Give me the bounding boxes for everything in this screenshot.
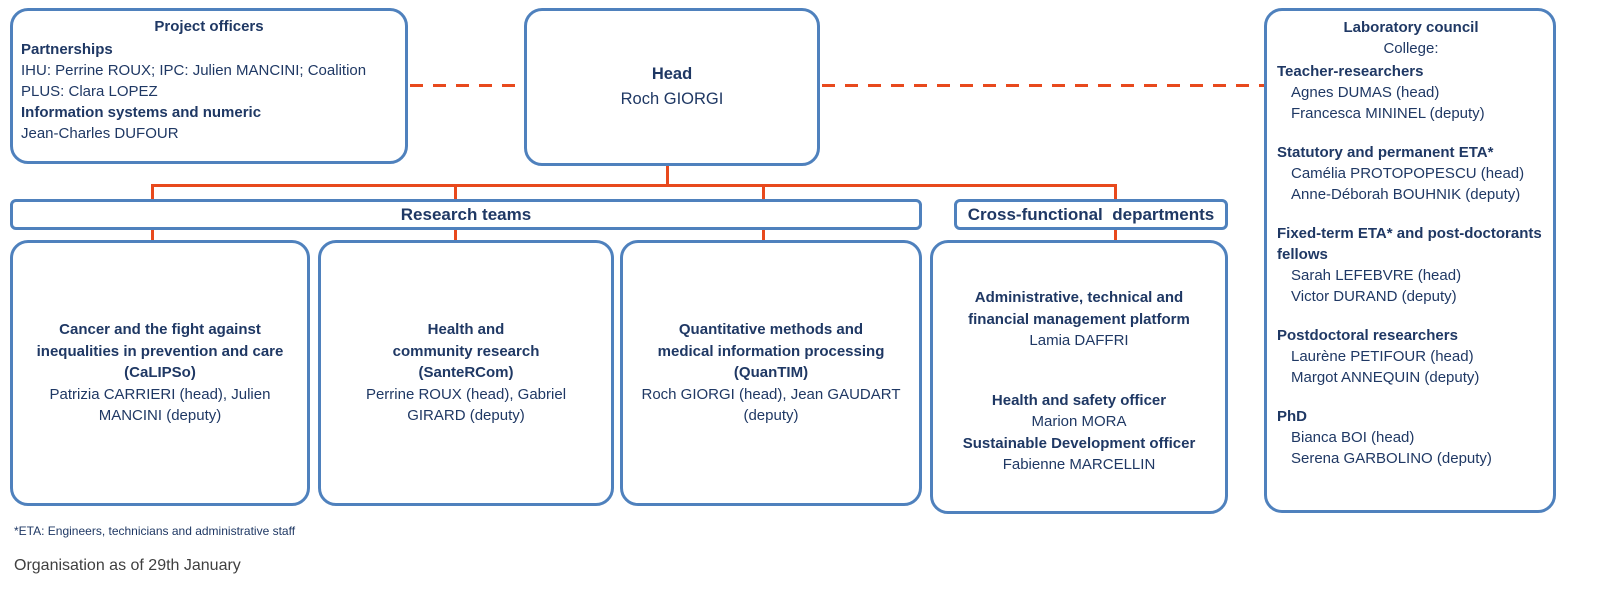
connector-drop-santercom-top [454,184,457,201]
cf-section-name: Lamia DAFFRI [1029,332,1129,349]
laboratory-council-title: Laboratory council [1343,19,1479,36]
council-member: Bianca BOI (head) [1291,429,1415,446]
team-leaders: Patrizia CARRIERI (head), Julien MANCINI… [49,385,271,425]
team-box-quantim: Quantitative methods and medical informa… [620,240,922,506]
cross-functional-box: Administrative, technical and financial … [930,240,1228,514]
council-member: Camélia PROTOPOPESCU (head) [1291,165,1525,182]
eta-footnote: *ETA: Engineers, technicians and adminis… [14,524,296,538]
connector-drop-santercom-bottom [454,228,457,241]
laboratory-council-box: Laboratory council College: Teacher-rese… [1264,8,1556,513]
council-group-teacher-researchers: Teacher-researchers Agnes DUMAS (head) F… [1277,61,1545,124]
connector-drop-crossfunc-bottom [1114,228,1117,241]
connector-drop-quantim-bottom [762,228,765,241]
partnerships-value: IHU: Perrine ROUX; IPC: Julien MANCINI; … [21,62,367,100]
connector-head-drop [666,164,669,186]
council-group-fixed-term-eta: Fixed-term ETA* and post-doctorants fell… [1277,223,1545,307]
connector-main-horizontal [151,184,1117,187]
laboratory-council-subtitle: College: [1383,40,1439,57]
connector-drop-calipso-bottom [151,228,154,241]
council-group-label: Statutory and permanent ETA* [1277,144,1494,161]
information-systems-label: Information systems and numeric [21,104,262,121]
cross-functional-label: Cross-functional departments [967,204,1215,224]
organisation-date-note: Organisation as of 29th January [14,557,241,574]
council-group-phd: PhD Bianca BOI (head) Serena GARBOLINO (… [1277,406,1545,469]
team-leaders: Perrine ROUX (head), Gabriel GIRARD (dep… [365,385,567,425]
cf-section-name: Marion MORA [1031,413,1127,430]
head-name: Roch GIORGI [620,90,724,108]
connector-drop-quantim-top [762,184,765,201]
connector-drop-crossfunc-top [1114,184,1117,201]
connector-dashed-right [822,84,1264,87]
council-group-label: Postdoctoral researchers [1277,327,1458,344]
connector-drop-calipso-top [151,184,154,201]
team-title: Quantitative methods and medical informa… [657,321,885,382]
cf-section-name: Fabienne MARCELLIN [1002,456,1156,473]
council-group-label: PhD [1277,408,1307,425]
team-title: Cancer and the fight against inequalitie… [36,321,284,382]
cf-section-label: Health and safety officer [991,391,1167,409]
information-systems-value: Jean-Charles DUFOUR [21,125,179,142]
partnerships-label: Partnerships [21,41,113,58]
council-group-label: Teacher-researchers [1277,63,1424,80]
project-officers-box: Project officers Partnerships IHU: Perri… [10,8,408,164]
research-teams-bar: Research teams [10,199,922,230]
connector-dashed-left [410,84,524,87]
team-box-calipso: Cancer and the fight against inequalitie… [10,240,310,506]
team-box-santercom: Health and community research (SanteRCom… [318,240,614,506]
council-group-statutory-eta: Statutory and permanent ETA* Camélia PRO… [1277,142,1545,205]
council-group-label: Fixed-term ETA* and post-doctorants fell… [1277,225,1542,263]
cross-functional-bar: Cross-functional departments [954,199,1228,230]
council-member: Agnes DUMAS (head) [1291,84,1440,101]
cf-section-label: Administrative, technical and financial … [968,289,1190,328]
council-member: Sarah LEFEBVRE (head) [1291,267,1462,284]
project-officers-title: Project officers [154,18,264,35]
council-member: Laurène PETIFOUR (head) [1291,348,1474,365]
cf-section-label: Sustainable Development officer [962,434,1196,452]
council-member: Serena GARBOLINO (deputy) [1291,450,1492,467]
team-leaders: Roch GIORGI (head), Jean GAUDART (deputy… [641,385,901,425]
council-member: Francesca MININEL (deputy) [1291,105,1485,122]
head-box: Head Roch GIORGI [524,8,820,166]
council-group-postdoctoral: Postdoctoral researchers Laurène PETIFOU… [1277,325,1545,388]
council-member: Anne-Déborah BOUHNIK (deputy) [1291,186,1521,203]
team-title: Health and community research (SanteRCom… [392,321,540,382]
research-teams-label: Research teams [400,204,532,224]
head-title: Head [651,65,693,83]
council-member: Victor DURAND (deputy) [1291,288,1457,305]
council-member: Margot ANNEQUIN (deputy) [1291,369,1480,386]
